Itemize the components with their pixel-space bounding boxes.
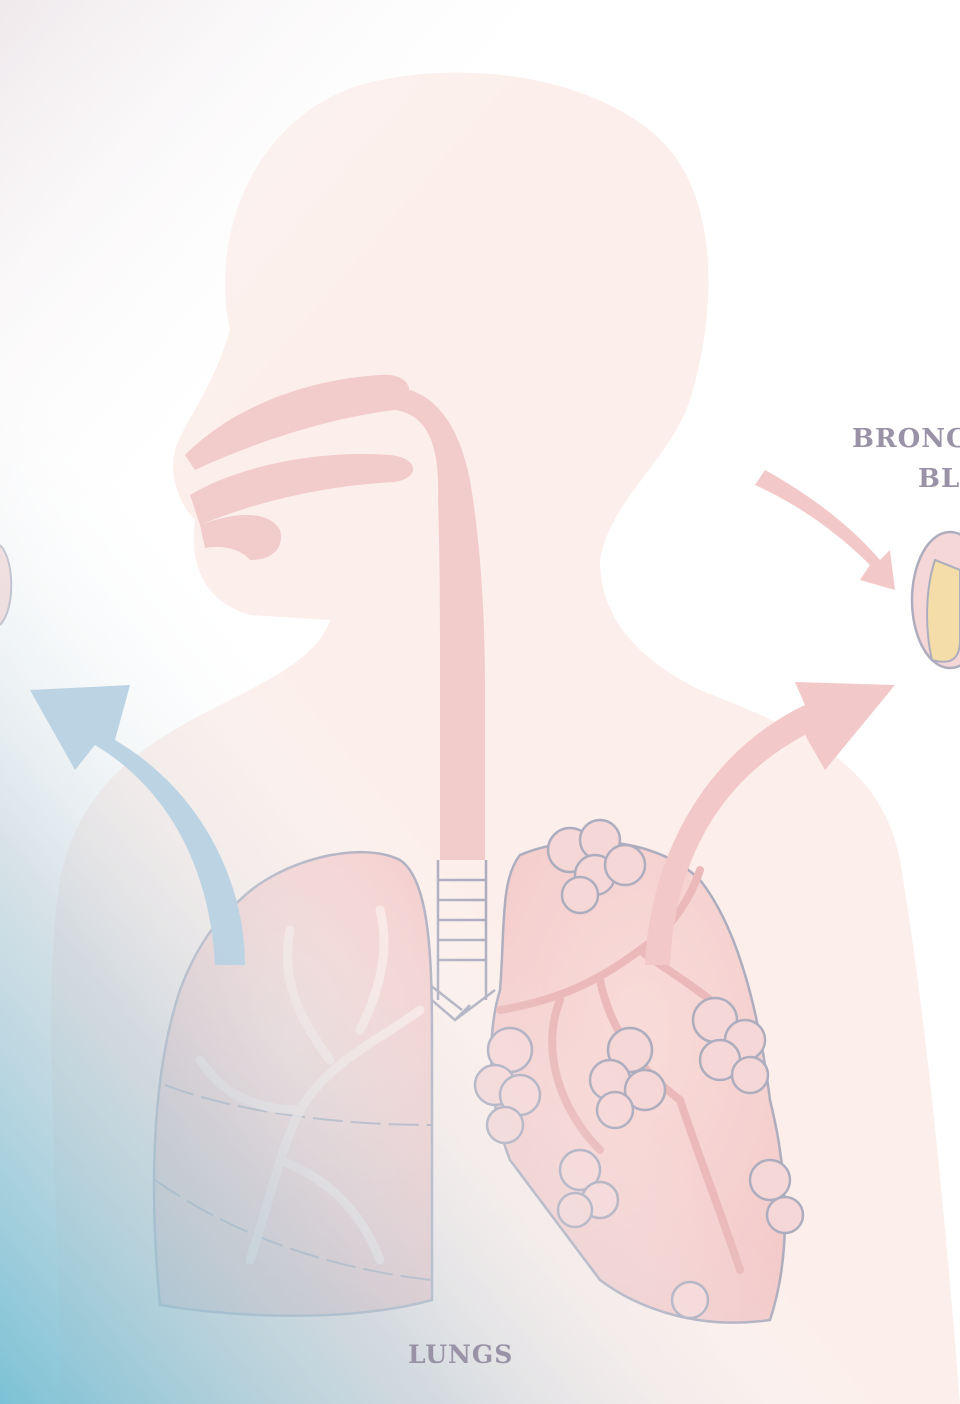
bronchiole-label-line2: BL (918, 464, 960, 494)
bronchiole-label-line1: BRONC (852, 424, 960, 454)
lungs-label: LUNGS (408, 1340, 513, 1369)
